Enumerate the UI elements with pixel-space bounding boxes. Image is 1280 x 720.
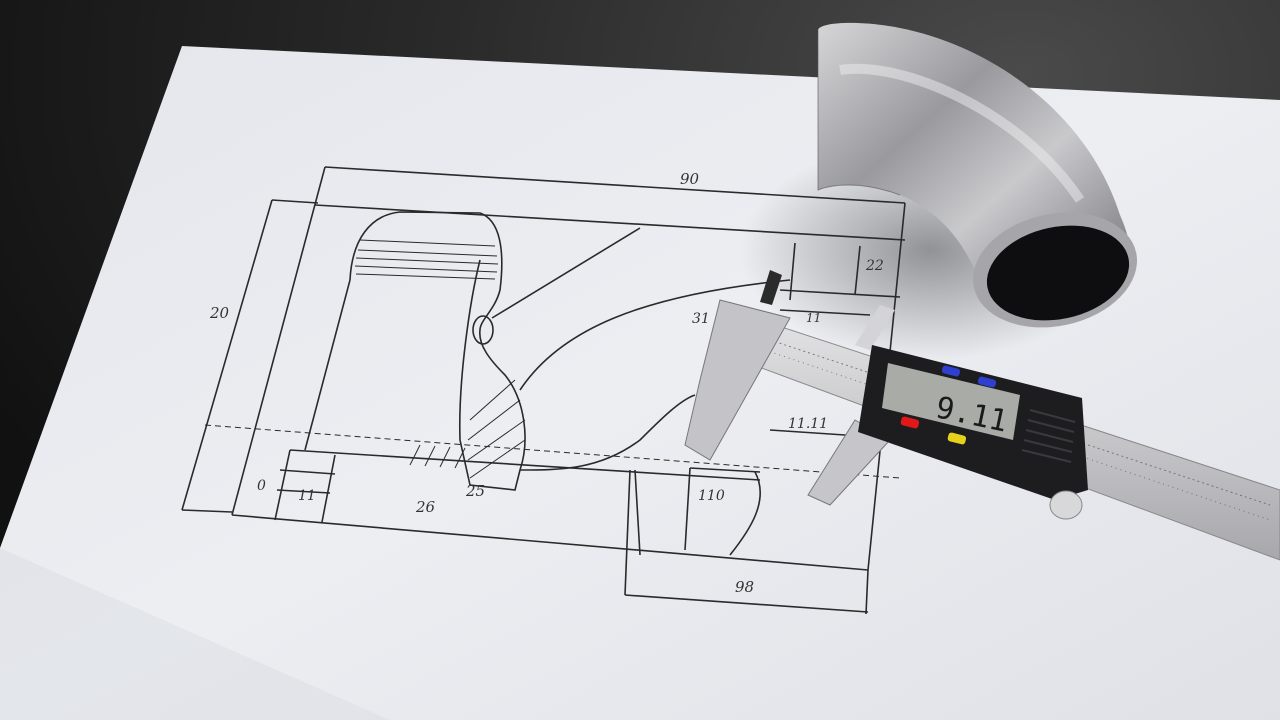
dim-label-left: 20 xyxy=(209,304,230,322)
dim-label-right-upper: 22 xyxy=(865,258,884,274)
caliper-button-blue-2[interactable] xyxy=(977,376,997,388)
dim-label-right-lower: 11.11 xyxy=(788,416,828,432)
caliper-lcd xyxy=(882,363,1020,440)
dim-label-bottom-center-right: 25 xyxy=(465,482,485,500)
technical-drawing xyxy=(181,166,906,615)
caliper-button-blue-1[interactable] xyxy=(941,365,961,377)
dim-label-bottom-left-small: 0 xyxy=(257,478,266,494)
dim-label-right-bottom-inner: 110 xyxy=(698,488,725,504)
dim-label-bottom-left-mid: 11 xyxy=(298,488,316,504)
caliper-button-red[interactable] xyxy=(900,416,920,429)
dim-label-top: 90 xyxy=(680,170,700,188)
dim-label-bottom-center: 26 xyxy=(415,498,436,516)
pipe-opening xyxy=(986,225,1130,321)
digital-caliper: 9.11 xyxy=(684,270,1280,561)
dim-label-bottom-outer: 98 xyxy=(735,578,754,596)
caliper-thumb-roller xyxy=(1049,490,1083,520)
paper-sheet xyxy=(0,46,1280,720)
pipe-elbow xyxy=(817,22,1138,328)
caliper-button-yellow[interactable] xyxy=(947,432,967,445)
dim-label-right-mid: 31 xyxy=(692,311,710,327)
dim-label-right-inner: 11 xyxy=(806,311,821,325)
